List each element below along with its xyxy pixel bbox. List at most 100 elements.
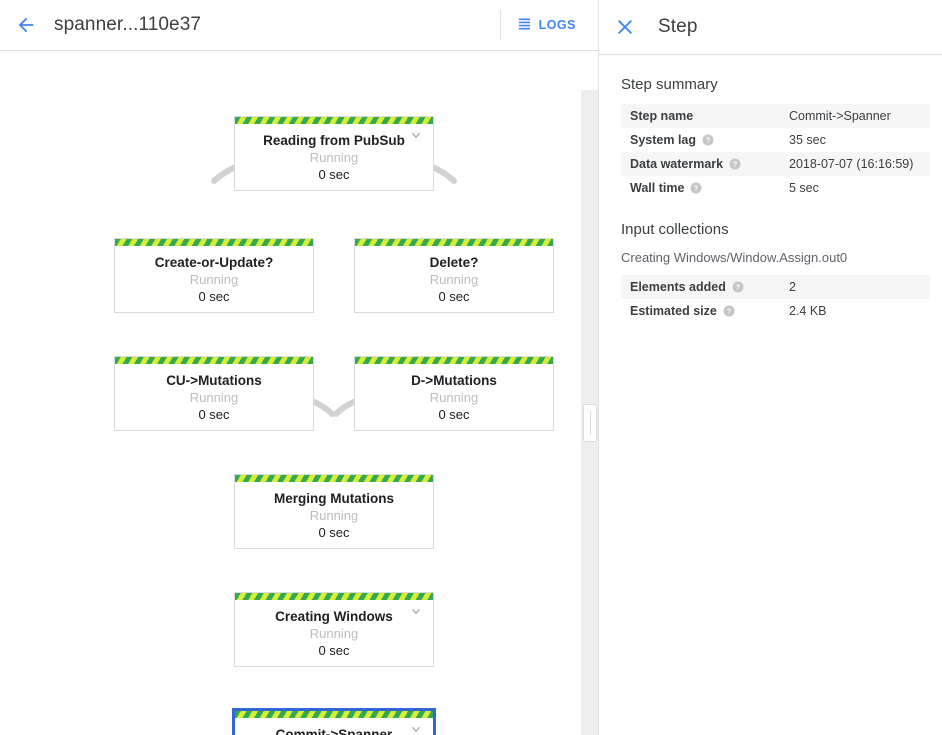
node-name: Delete? (429, 255, 479, 270)
node-name: CU->Mutations (166, 373, 262, 388)
row-value: 2018-07-07 (16:16:59) (789, 157, 914, 171)
node-status-stripe (235, 593, 433, 600)
node-name: Creating Windows (275, 609, 393, 624)
panel-title: Step (658, 16, 698, 37)
node-time: 0 sec (198, 289, 230, 304)
panel-body: Step summary Step name Commit->Spanner S… (599, 55, 942, 323)
node-body: Commit->Spanner Part running 5 sec (235, 718, 433, 735)
node-time: 0 sec (318, 525, 350, 540)
table-row: Elements added ? 2 (621, 275, 930, 299)
node-name: D->Mutations (411, 373, 497, 388)
node-status-stripe (235, 117, 433, 124)
row-label-text: Elements added (630, 280, 726, 294)
help-icon[interactable]: ? (702, 134, 714, 146)
pipeline-graph-canvas[interactable]: Reading from PubSub Running 0 sec Create… (0, 51, 598, 735)
graph-node-merging-mutations[interactable]: Merging Mutations Running 0 sec (234, 474, 434, 549)
svg-text:?: ? (733, 160, 738, 169)
node-time: 0 sec (438, 407, 470, 422)
node-time: 0 sec (438, 289, 470, 304)
node-status-stripe (355, 357, 553, 364)
node-status-stripe (235, 711, 433, 718)
input-collection-name: Creating Windows/Window.Assign.out0 (621, 250, 848, 265)
row-value: 2.4 KB (789, 304, 827, 318)
node-time: 0 sec (318, 167, 350, 182)
svg-text:?: ? (706, 136, 711, 145)
row-label: Data watermark ? (621, 157, 789, 171)
svg-text:?: ? (727, 307, 732, 316)
step-summary-heading: Step summary (621, 76, 718, 93)
row-label: Elements added ? (621, 280, 789, 294)
table-row: Estimated size ? 2.4 KB (621, 299, 930, 323)
row-value: 5 sec (789, 181, 819, 195)
table-row: Data watermark ? 2018-07-07 (16:16:59) (621, 152, 930, 176)
node-time: 0 sec (318, 643, 350, 658)
node-status-stripe (355, 239, 553, 246)
node-time: 0 sec (198, 407, 230, 422)
row-label: Wall time ? (621, 181, 789, 195)
graph-node-commit-spanner[interactable]: Commit->Spanner Part running 5 sec (232, 708, 436, 735)
node-status: Running (189, 272, 239, 287)
row-label: Estimated size ? (621, 304, 789, 318)
node-name: Reading from PubSub (263, 133, 405, 148)
graph-node-d-mutations[interactable]: D->Mutations Running 0 sec (354, 356, 554, 431)
table-row: Step name Commit->Spanner (621, 104, 930, 128)
node-name: Merging Mutations (274, 491, 394, 506)
row-label-text: Estimated size (630, 304, 717, 318)
node-body: Merging Mutations Running 0 sec (235, 482, 433, 548)
graph-node-reading-from-pubsub[interactable]: Reading from PubSub Running 0 sec (234, 116, 434, 191)
logs-button-label: LOGS (538, 18, 576, 32)
node-status: Running (309, 626, 359, 641)
graph-pane: spanner...110e37 LOGS (0, 0, 598, 735)
list-lines-icon (517, 16, 532, 34)
node-status: Running (189, 390, 239, 405)
help-icon[interactable]: ? (732, 281, 744, 293)
step-details-panel: Step Step summary Step name Commit->Span… (598, 0, 942, 735)
graph-node-delete[interactable]: Delete? Running 0 sec (354, 238, 554, 313)
node-body: Reading from PubSub Running 0 sec (235, 124, 433, 190)
node-status-stripe (115, 357, 313, 364)
help-icon[interactable]: ? (729, 158, 741, 170)
row-label-text: Step name (630, 109, 694, 123)
table-row: Wall time ? 5 sec (621, 176, 930, 200)
node-status: Running (429, 272, 479, 287)
row-value: 35 sec (789, 133, 826, 147)
top-app-bar: spanner...110e37 LOGS (0, 0, 598, 51)
help-icon[interactable]: ? (690, 182, 702, 194)
node-name: Create-or-Update? (154, 255, 274, 270)
page-title: spanner...110e37 (54, 14, 202, 35)
chevron-down-icon[interactable] (409, 722, 423, 735)
graph-node-create-or-update[interactable]: Create-or-Update? Running 0 sec (114, 238, 314, 313)
chevron-down-icon[interactable] (409, 604, 423, 618)
node-name: Commit->Spanner (275, 727, 393, 735)
node-body: D->Mutations Running 0 sec (355, 364, 553, 430)
row-label: System lag ? (621, 133, 789, 147)
topbar-divider (499, 10, 501, 40)
node-body: Creating Windows Running 0 sec (235, 600, 433, 666)
svg-text:?: ? (736, 283, 741, 292)
step-summary-table: Step name Commit->Spanner System lag ? 3… (621, 104, 930, 200)
row-label-text: Data watermark (630, 157, 724, 171)
row-label-text: System lag (630, 133, 697, 147)
node-body: Create-or-Update? Running 0 sec (115, 246, 313, 312)
node-status: Running (429, 390, 479, 405)
input-collections-heading: Input collections (621, 221, 729, 238)
panel-header: Step (599, 0, 942, 55)
close-icon[interactable] (614, 16, 636, 38)
input-collections-table: Elements added ? 2 Estimated size ? 2 (621, 275, 930, 323)
pane-splitter-handle[interactable] (583, 404, 597, 442)
row-value: 2 (789, 280, 796, 294)
row-label-text: Wall time (630, 181, 685, 195)
node-status: Running (309, 150, 359, 165)
svg-text:?: ? (694, 184, 699, 193)
node-body: CU->Mutations Running 0 sec (115, 364, 313, 430)
graph-node-creating-windows[interactable]: Creating Windows Running 0 sec (234, 592, 434, 667)
node-status-stripe (235, 475, 433, 482)
node-body: Delete? Running 0 sec (355, 246, 553, 312)
logs-button[interactable]: LOGS (517, 16, 576, 34)
help-icon[interactable]: ? (723, 305, 735, 317)
graph-node-cu-mutations[interactable]: CU->Mutations Running 0 sec (114, 356, 314, 431)
node-status: Running (309, 508, 359, 523)
chevron-down-icon[interactable] (409, 128, 423, 142)
arrow-back-icon[interactable] (14, 13, 38, 37)
